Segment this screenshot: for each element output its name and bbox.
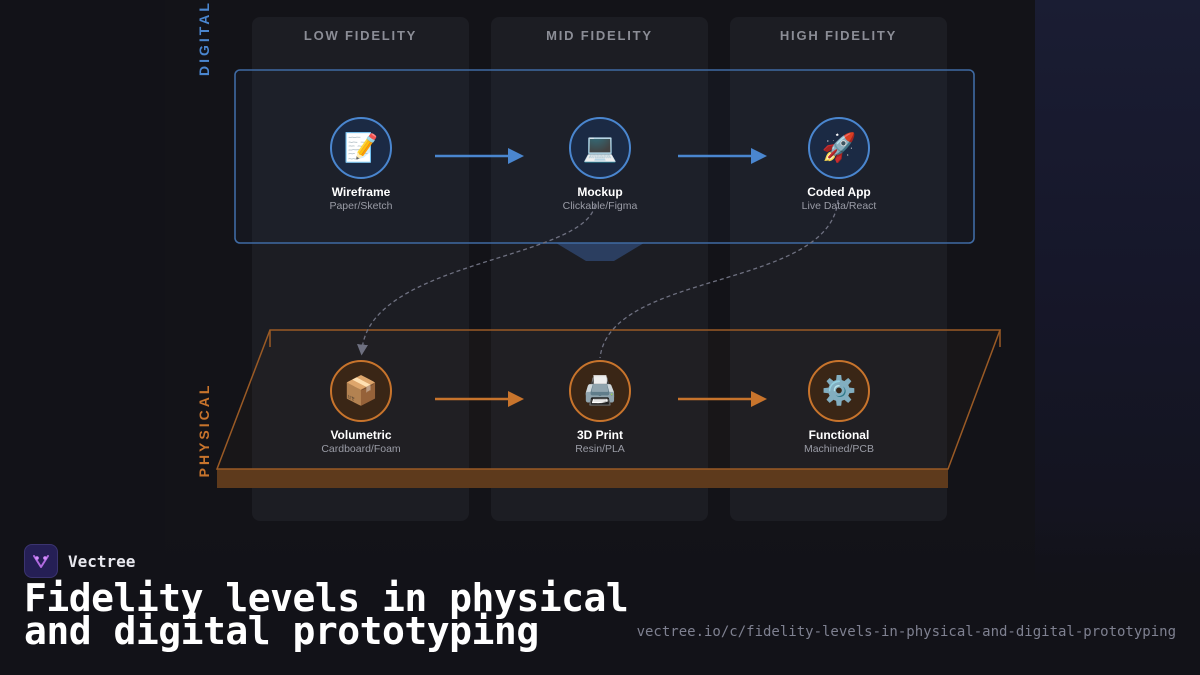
node-3d-print: 🖨️ 3D Print Resin/PLA <box>530 360 670 455</box>
node-title: Functional <box>808 428 870 442</box>
node-functional: ⚙️ Functional Machined/PCB <box>769 360 909 455</box>
node-subtitle: Paper/Sketch <box>329 200 393 212</box>
gear-icon: ⚙️ <box>808 360 870 422</box>
rocket-icon: 🚀 <box>808 117 870 179</box>
node-title: Mockup <box>577 185 623 199</box>
node-wireframe: 📝 Wireframe Paper/Sketch <box>291 117 431 212</box>
package-icon: 📦 <box>330 360 392 422</box>
node-subtitle: Live Data/React <box>801 200 877 212</box>
column-header-low: LOW FIDELITY <box>303 28 418 43</box>
node-title: Wireframe <box>331 185 391 199</box>
node-subtitle: Machined/PCB <box>803 443 875 455</box>
physical-plane-edge <box>217 469 948 488</box>
source-url: vectree.io/c/fidelity-levels-in-physical… <box>636 624 1176 640</box>
column-header-mid: MID FIDELITY <box>546 28 653 43</box>
row-label-physical: PHYSICAL <box>196 382 212 478</box>
node-title: Coded App <box>807 185 871 199</box>
node-subtitle: Cardboard/Foam <box>321 443 401 455</box>
column-header-high: HIGH FIDELITY <box>779 28 898 43</box>
node-coded-app: 🚀 Coded App Live Data/React <box>769 117 909 212</box>
column-low-fidelity: LOW FIDELITY <box>252 17 469 521</box>
node-title: Volumetric <box>330 428 392 442</box>
node-subtitle: Resin/PLA <box>575 443 625 455</box>
curve-coded-app-to-3d-print <box>599 199 839 359</box>
page-title: Fidelity levels in physical and digital … <box>24 576 629 653</box>
brand-name: Vectree <box>68 551 136 571</box>
column-mid-fidelity: MID FIDELITY <box>491 17 708 521</box>
memo-icon: 📝 <box>330 117 392 179</box>
node-subtitle: Clickable/Figma <box>562 200 638 212</box>
digital-plane-notch <box>556 243 644 261</box>
node-title: 3D Print <box>576 428 623 442</box>
column-high-fidelity: HIGH FIDELITY <box>730 17 947 521</box>
bottom-fade <box>0 520 1200 675</box>
node-volumetric: 📦 Volumetric Cardboard/Foam <box>291 360 431 455</box>
printer-icon: 🖨️ <box>569 360 631 422</box>
node-mockup: 💻 Mockup Clickable/Figma <box>530 117 670 212</box>
vectree-logo-icon <box>24 544 58 578</box>
row-label-digital: DIGITAL <box>196 0 212 76</box>
laptop-icon: 💻 <box>569 117 631 179</box>
curve-mockup-to-volumetric <box>357 204 596 356</box>
brand: Vectree <box>24 544 135 578</box>
